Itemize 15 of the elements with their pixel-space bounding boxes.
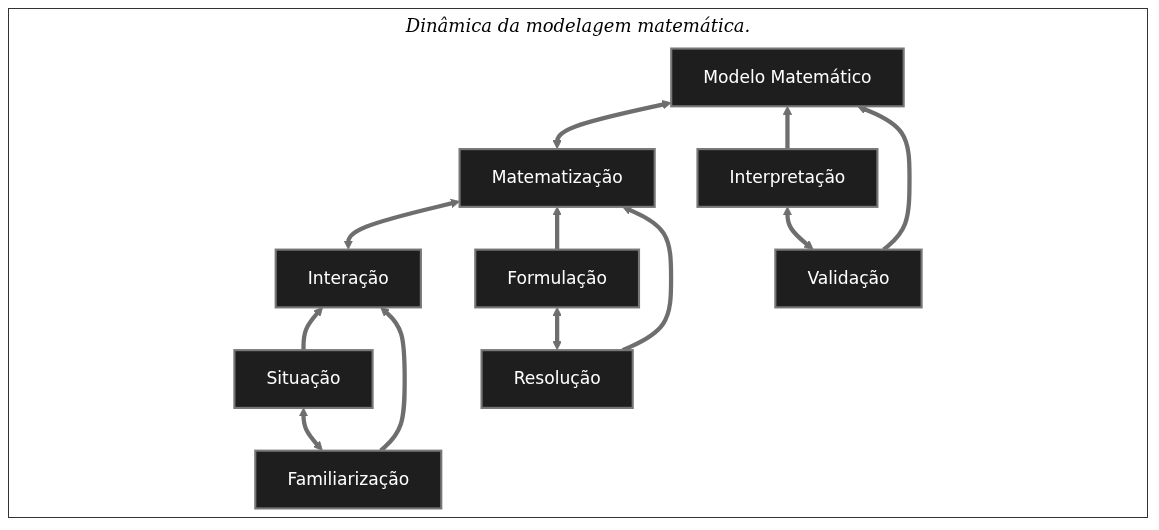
node-box: Formulação: [474, 248, 641, 309]
node-box: Resolução: [480, 349, 634, 409]
node-box: Situação: [233, 349, 374, 409]
node-box: Matematização: [458, 148, 656, 208]
arrow: [782, 206, 814, 250]
arrow: [343, 198, 460, 250]
node-box: Interação: [274, 248, 422, 309]
node-box: Validação: [774, 248, 923, 309]
node-box: Modelo Matemático: [670, 47, 905, 108]
arrow: [552, 206, 562, 250]
arrow: [552, 100, 672, 150]
arrow: [298, 407, 323, 451]
node-box: Familiarização: [254, 449, 443, 510]
node-box: Interpretação: [696, 148, 879, 208]
diagram-title: Dinâmica da modelagem matemática.: [405, 15, 751, 36]
